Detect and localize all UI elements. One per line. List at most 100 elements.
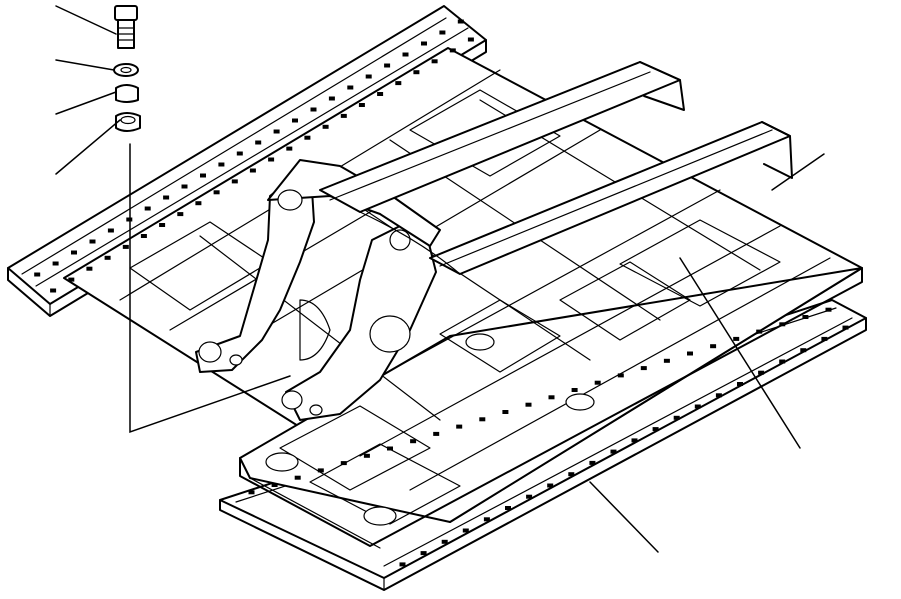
bolt-hole	[526, 494, 533, 499]
bolt-hole	[413, 70, 420, 75]
bolt-hole	[213, 190, 220, 195]
bolt-hole	[663, 358, 670, 363]
bolt-hole	[710, 344, 717, 349]
bolt-hole	[395, 81, 402, 86]
bolt-hole	[358, 103, 365, 107]
bolt-hole	[144, 206, 151, 211]
bolt-hole	[286, 146, 293, 151]
bolt-hole	[825, 307, 832, 312]
leader-lines	[55, 5, 825, 553]
bolt-hole	[548, 395, 555, 400]
bolt-hole	[159, 223, 166, 227]
bolt-hole	[821, 336, 828, 341]
leader-bolt	[55, 5, 117, 35]
bolt-hole	[347, 85, 354, 90]
bolt-hole	[547, 483, 554, 488]
leader-rear-rail	[771, 153, 825, 191]
bolt-hole	[505, 506, 511, 510]
bolt-hole	[387, 446, 393, 451]
bolt-hole	[842, 325, 849, 330]
bolt-hole	[52, 261, 59, 266]
bolt-hole	[462, 528, 469, 533]
edge-bolt-holes	[34, 19, 849, 567]
shim-icon	[115, 112, 141, 132]
bolt-hole	[86, 266, 93, 271]
bolt-hole	[779, 359, 786, 364]
bolt-hole	[255, 140, 262, 145]
bolt-hole	[756, 329, 763, 334]
leader-deck-plate	[589, 481, 659, 553]
bolt-hole	[457, 19, 464, 24]
bolt-hole	[433, 431, 440, 436]
bolt-hole	[322, 124, 329, 129]
bolt-hole	[800, 348, 807, 353]
bolt-hole	[268, 157, 275, 162]
bolt-hole	[439, 30, 446, 35]
bolt-hole	[449, 48, 456, 53]
exploded-parts	[113, 5, 141, 132]
bolt-hole	[34, 272, 41, 277]
bolt-hole	[384, 63, 391, 68]
bolt-hole	[365, 74, 372, 79]
leader-cap	[55, 91, 117, 115]
bolt-hole	[715, 393, 722, 398]
bolt-hole	[310, 107, 317, 112]
left-deck-plate	[7, 5, 487, 317]
leader-shim	[55, 119, 121, 175]
bolt-hole	[340, 461, 347, 466]
bolt-hole	[249, 168, 256, 173]
bolt-hole	[617, 373, 624, 378]
bolt-hole	[652, 427, 659, 432]
bolt-hole	[363, 453, 370, 458]
bolt-hole	[140, 234, 147, 238]
bolt-icon	[114, 5, 138, 49]
bolt-hole	[273, 129, 280, 134]
bolt-hole	[181, 184, 188, 189]
bolt-hole	[737, 382, 743, 386]
bolt-hole	[589, 460, 596, 465]
bolt-hole	[610, 449, 617, 454]
upper-rails	[319, 61, 793, 275]
bolt-hole	[421, 41, 427, 46]
bolt-hole	[640, 366, 647, 371]
bolt-hole	[758, 370, 765, 375]
bolt-hole	[571, 388, 578, 392]
bolt-hole	[50, 288, 57, 293]
bolt-hole	[218, 162, 225, 167]
bolt-hole	[317, 468, 324, 473]
bolt-hole	[340, 113, 347, 118]
bolt-hole	[483, 517, 490, 522]
bolt-hole	[420, 551, 427, 556]
bolt-hole	[328, 96, 335, 101]
bolt-hole	[802, 315, 809, 319]
bolt-hole	[733, 336, 740, 341]
bolt-hole	[431, 59, 438, 64]
bolt-hole	[687, 351, 693, 356]
bolt-hole	[292, 118, 298, 123]
bolt-hole	[399, 562, 406, 567]
bolt-hole	[236, 151, 243, 156]
bolt-hole	[104, 255, 111, 260]
bolt-hole	[694, 404, 701, 409]
bolt-hole	[177, 212, 184, 217]
bolt-hole	[248, 490, 255, 495]
washer-icon	[113, 63, 139, 77]
bolt-hole	[467, 37, 474, 42]
bolt-hole	[195, 201, 202, 206]
bolt-hole	[122, 244, 129, 249]
bolt-hole	[673, 415, 680, 420]
bolt-hole	[71, 250, 77, 255]
bolt-hole	[107, 228, 114, 233]
bolt-hole	[271, 483, 278, 487]
bolt-hole	[163, 195, 170, 200]
leader-mount	[129, 143, 291, 434]
bolt-hole	[779, 322, 786, 327]
cap-icon	[115, 84, 139, 103]
bolt-hole	[441, 539, 448, 544]
bolt-hole	[479, 417, 486, 422]
bolt-hole	[377, 92, 384, 96]
bolt-hole	[402, 52, 409, 57]
leader-washer	[55, 59, 115, 71]
